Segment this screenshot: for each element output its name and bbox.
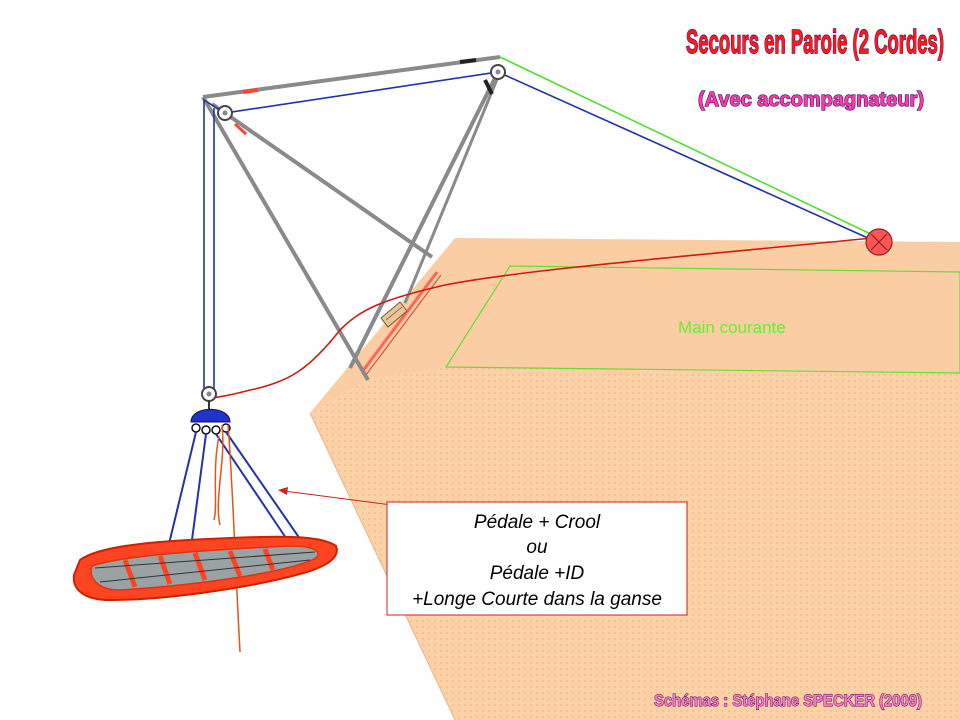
tripod-leg-mid [210,102,434,259]
anchor [865,228,893,256]
rigging-plate [190,401,231,435]
tripod-leg-right-2 [403,71,502,304]
tripod-leg-right [348,71,500,369]
page-title: Secours en Paroie (2 Cordes) [686,23,944,60]
pulley-bottom [201,386,217,402]
handrail-label: Main courante [678,318,786,337]
page-subtitle: (Avec accompagnateur) [698,89,924,111]
note-line-1: Pédale + Crool [474,512,601,533]
stretcher [72,535,338,602]
credit: Schémas : Stéphane SPECKER (2009) [654,691,922,710]
tripod [201,55,502,382]
rope-green [499,56,880,239]
note-box: Pédale + Crool ou Pédale +ID +Longe Cour… [386,501,688,616]
tripod-leg-left [201,95,370,382]
edge-protector [360,271,442,376]
cliff-edge-line [309,412,456,720]
handrail-outline [444,265,960,374]
pulley-left [217,105,233,121]
note-line-4: +Longe Courte dans la ganse [412,589,662,610]
handrail-zone: Main courante [444,265,960,374]
pulley-top [490,64,506,80]
note-line-2: ou [526,537,548,558]
pulleys [201,64,506,402]
rope-pad [380,301,408,328]
note-line-3: Pédale +ID [490,563,585,584]
rope-red [209,237,873,399]
cliff-top [310,238,960,413]
